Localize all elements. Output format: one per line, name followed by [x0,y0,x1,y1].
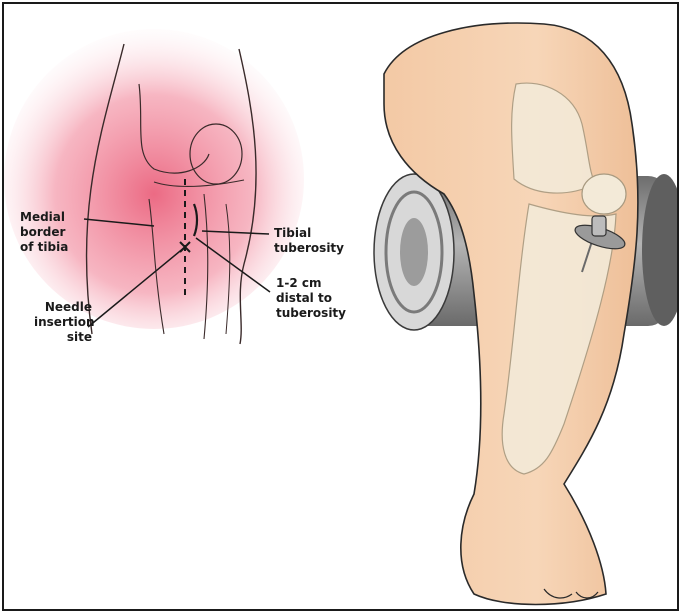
label-needle-insertion-site: Needle insertion site [34,300,92,345]
leg-illustration [374,23,679,604]
label-tibial-tuberosity: Tibial tuberosity [274,226,344,256]
knee-diagram [4,29,304,344]
label-distal-to-tuberosity: 1-2 cm distal to tuberosity [276,276,346,321]
leg-patella [582,174,626,214]
label-medial-border: Medial border of tibia [20,210,68,255]
